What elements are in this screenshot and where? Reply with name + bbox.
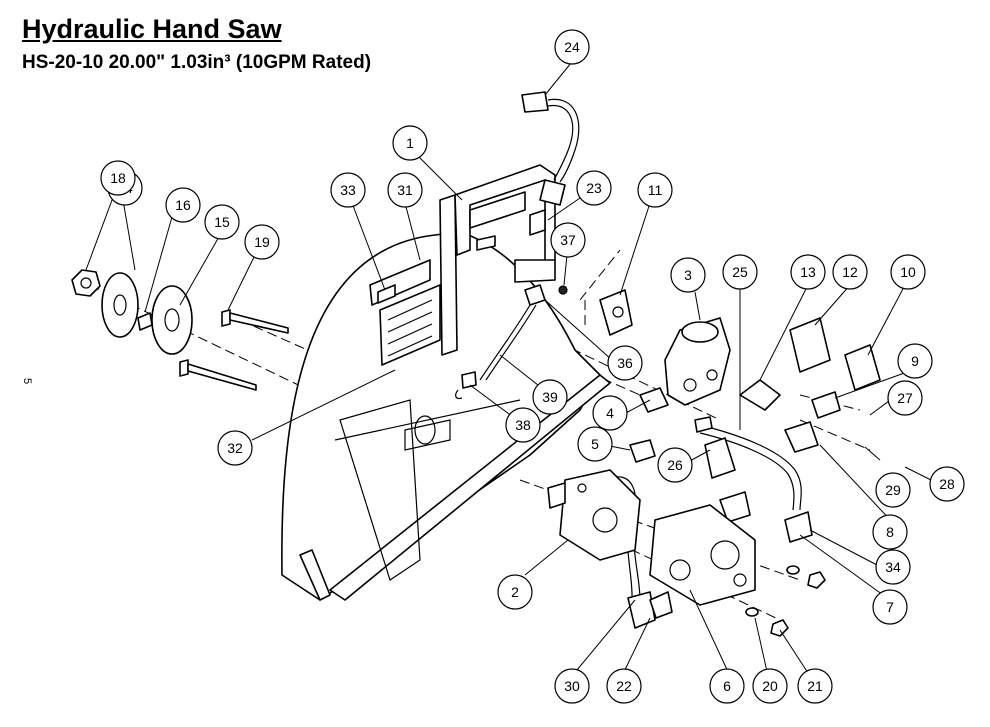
svg-text:27: 27 (897, 390, 913, 406)
callout-2: 2 (497, 574, 533, 610)
svg-text:16: 16 (175, 197, 191, 213)
callout-36: 36 (607, 345, 643, 381)
page-title: Hydraulic Hand Saw (22, 14, 282, 44)
svg-text:11: 11 (648, 182, 663, 198)
svg-text:33: 33 (340, 182, 356, 198)
callout-10: 10 (890, 254, 926, 290)
valve-block-icon (599, 289, 881, 543)
callout-23: 23 (576, 170, 612, 206)
svg-text:31: 31 (397, 182, 413, 198)
callout-16: 16 (165, 187, 201, 223)
callout-38: 38 (505, 407, 541, 443)
callout-3: 3 (670, 257, 706, 293)
callout-11: 11 (637, 172, 673, 208)
small-parts (455, 284, 568, 400)
svg-text:12: 12 (842, 264, 858, 280)
callout-6: 6 (709, 668, 745, 704)
svg-text:7: 7 (886, 599, 894, 615)
svg-text:8: 8 (886, 524, 894, 540)
callout-37: 37 (550, 222, 586, 258)
callout-30: 30 (554, 668, 590, 704)
svg-text:34: 34 (885, 559, 901, 575)
svg-text:39: 39 (542, 389, 558, 405)
handle-icon (439, 164, 556, 356)
svg-text:28: 28 (939, 476, 955, 492)
callout-24: 24 (554, 29, 590, 65)
callout-19: 19 (244, 224, 280, 260)
svg-text:26: 26 (667, 457, 683, 473)
callout-7: 7 (872, 589, 908, 625)
svg-text:22: 22 (616, 678, 632, 694)
saw-blade-guard-icon (281, 231, 611, 601)
callout-27: 27 (887, 380, 923, 416)
svg-text:1: 1 (406, 135, 414, 151)
callout-18: 18 (100, 160, 136, 196)
svg-text:23: 23 (586, 180, 602, 196)
svg-text:38: 38 (515, 417, 531, 433)
callout-28: 28 (929, 466, 965, 502)
svg-text:30: 30 (564, 678, 580, 694)
gear-pump-icon (649, 504, 826, 637)
svg-text:36: 36 (617, 355, 633, 371)
svg-text:24: 24 (564, 39, 580, 55)
svg-text:6: 6 (723, 678, 731, 694)
svg-text:3: 3 (684, 267, 692, 283)
svg-text:9: 9 (911, 353, 919, 369)
callout-12: 12 (832, 254, 868, 290)
hydraulic-motor-icon (547, 469, 641, 561)
callout-21: 21 (797, 668, 833, 704)
callout-32: 32 (217, 430, 253, 466)
callout-15: 15 (204, 204, 240, 240)
svg-text:29: 29 (885, 482, 901, 498)
svg-text:15: 15 (214, 214, 230, 230)
svg-text:2: 2 (511, 584, 519, 600)
hose-assemblies (521, 91, 802, 629)
svg-text:5: 5 (591, 436, 599, 452)
svg-text:37: 37 (560, 232, 576, 248)
callout-34: 34 (875, 549, 911, 585)
model-subtitle: HS-20-10 20.00" 1.03in³ (10GPM Rated) (22, 52, 372, 73)
svg-text:19: 19 (254, 234, 270, 250)
hardware-left (71, 269, 289, 391)
callout-29: 29 (875, 472, 911, 508)
svg-text:10: 10 (900, 264, 916, 280)
callout-26: 26 (657, 447, 693, 483)
svg-text:4: 4 (606, 405, 614, 421)
svg-text:25: 25 (732, 264, 748, 280)
callout-1: 1 (392, 125, 428, 161)
svg-text:21: 21 (807, 678, 823, 694)
callout-22: 22 (606, 668, 642, 704)
svg-text:18: 18 (110, 170, 126, 186)
callout-25: 25 (722, 254, 758, 290)
callout-9: 9 (897, 343, 933, 379)
callout-5: 5 (577, 426, 613, 462)
svg-text:32: 32 (227, 440, 243, 456)
callout-31: 31 (387, 172, 423, 208)
svg-text:20: 20 (762, 678, 778, 694)
svg-text:13: 13 (800, 264, 816, 280)
callout-39: 39 (532, 379, 568, 415)
callout-4: 4 (592, 395, 628, 431)
callout-33: 33 (330, 172, 366, 208)
callout-20: 20 (752, 668, 788, 704)
callout-8: 8 (872, 514, 908, 550)
leader-lines (85, 62, 936, 677)
callout-13: 13 (790, 254, 826, 290)
